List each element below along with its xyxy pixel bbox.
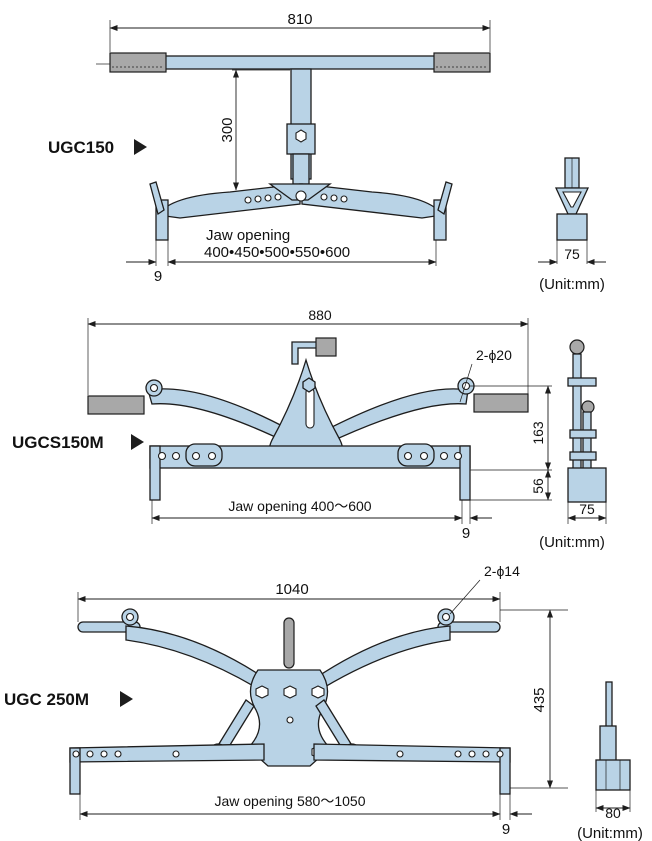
ugc250m-model-label: UGC 250M [4,690,89,709]
ugc250m-side-width: 80 [605,805,621,821]
ugcs150m-side-width: 75 [579,501,595,517]
ugc250m-drawing: 1040 [4,563,643,841]
ugcs150m-drawing: 880 2-ϕ20 [12,307,607,551]
ugcs150m-left-grip [87,395,145,415]
ugcs150m-model-label: UGCS150M [12,433,104,452]
ugcs150m-width-label: 880 [308,307,332,323]
ugc150-model-label: UGC150 [48,138,114,157]
ugc150-drawing: 810 300 [48,11,606,293]
ugc250m-unit: (Unit:mm) [577,825,643,841]
ugc250m-jaw-offset: 9 [502,821,510,838]
ugc150-pointer-icon [134,139,147,155]
ugc150-jaw-values: 400•450•500•550•600 [204,244,350,261]
ugc150-unit: (Unit:mm) [539,276,605,293]
ugcs150m-jaw-label: Jaw opening 400～600 [228,498,371,514]
ugc150-width-label: 810 [287,11,312,28]
ugc250m-pointer-icon [120,691,133,707]
ugc150-jaw-label: Jaw opening [206,227,290,244]
ugc250m-width-label: 1040 [275,581,308,598]
ugcs150m-upper-height-label: 163 [530,421,546,445]
ugc150-left-grip [109,52,167,73]
ugc150-side-width: 75 [564,246,580,262]
ugcs150m-lower-height-label: 56 [530,478,546,494]
ugcs150m-unit: (Unit:mm) [539,534,605,551]
ugcs150m-pointer-icon [131,434,144,450]
ugc250m-jaw-label: Jaw opening 580～1050 [214,793,365,809]
ugc150-jaw-offset: 9 [154,268,162,285]
ugc150-height-label: 300 [219,117,236,142]
ugc250m-height-label: 435 [531,687,548,712]
ugcs150m-jaw-offset: 9 [462,525,470,542]
ugc150-side-view: 75 (Unit:mm) [538,157,606,293]
ugcs150m-hole-spec: 2-ϕ20 [476,347,512,363]
ugc250m-side-view: 80 (Unit:mm) [577,681,643,841]
ugcs150m-side-view: 75 (Unit:mm) [539,339,607,551]
ugcs150m-right-grip [473,393,529,413]
ugc150-right-grip [433,52,491,73]
ugc250m-hole-spec: 2-ϕ14 [484,563,520,579]
